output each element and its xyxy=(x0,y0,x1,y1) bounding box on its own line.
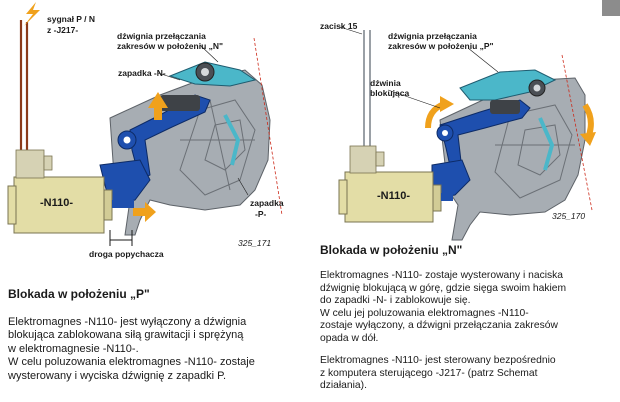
magnet-label-left: -N110- xyxy=(40,197,74,209)
label-lever-range-right: dźwignia przełączania xyxy=(388,31,477,41)
pusher-travel-marker xyxy=(109,230,133,246)
label-lever-range-left-2: zakresów w położeniu „N" xyxy=(117,41,224,51)
label-lever-range-right-2: zakresów w położeniu „P" xyxy=(388,41,494,51)
teal-spring-left xyxy=(223,114,241,166)
lightning-icon xyxy=(24,2,40,26)
paragraph-right-2: Elektromagnes -N110- jest sterowany bezp… xyxy=(320,355,556,392)
label-blocking-lever-2: blokująca xyxy=(370,88,410,98)
arrow-right-left xyxy=(133,202,156,222)
label-signal-source: z -J217- xyxy=(47,25,79,35)
label-blocking-lever: dźwinia xyxy=(370,78,401,88)
paragraph-right-1: Elektromagnes -N110- zostaje wysterowany… xyxy=(320,270,567,344)
label-latch-p-2: -P- xyxy=(255,209,267,219)
title-left: Blokada w położeniu „P" xyxy=(8,287,150,301)
magnet-label-right: -N110- xyxy=(377,190,411,202)
label-latch-p: zapadka xyxy=(250,198,284,208)
paragraph-left: Elektromagnes -N110- jest wyłączony a dź… xyxy=(8,316,255,382)
position-line-right xyxy=(561,54,593,211)
label-clamp: zacisk 15 xyxy=(320,21,358,31)
arrow-up-left xyxy=(148,92,168,120)
label-pusher-travel: droga popychacza xyxy=(89,249,164,259)
figure-number-left: 325_171 xyxy=(238,238,272,248)
connector-right xyxy=(349,145,385,174)
clamp-wire xyxy=(363,30,371,150)
housing-ribs-left xyxy=(179,99,256,196)
housing-ribs-right xyxy=(494,104,575,199)
label-latch-n: zapadka -N- xyxy=(118,68,166,78)
figure-number-right: 325_170 xyxy=(552,211,586,221)
title-right: Blokada w położeniu „N" xyxy=(320,243,463,257)
page-corner-marker xyxy=(602,0,620,16)
teal-spring-right xyxy=(538,117,555,171)
label-signal: sygnał P / N xyxy=(47,14,96,24)
connector-left xyxy=(15,149,53,179)
label-lever-range-left: dźwignia przełączania xyxy=(117,31,206,41)
